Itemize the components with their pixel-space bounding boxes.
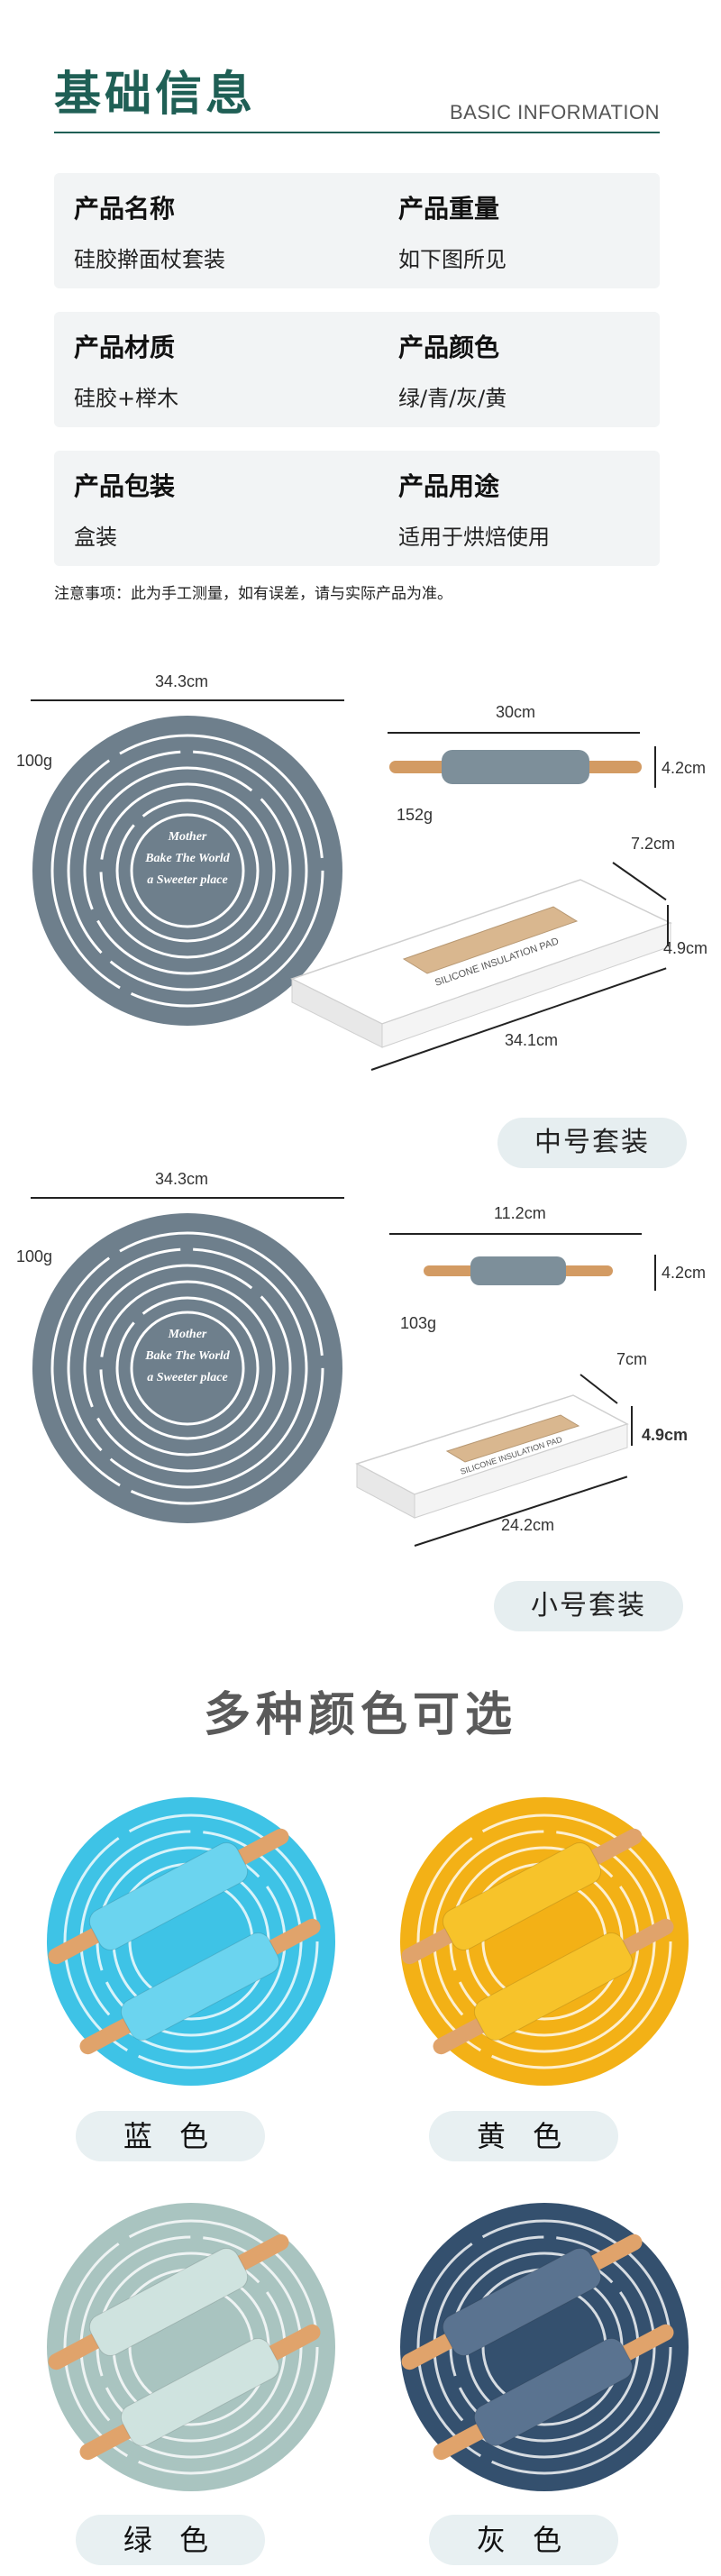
- info-label: 产品包装: [74, 471, 176, 501]
- mat-text-line-2: Bake The World: [144, 1349, 231, 1363]
- info-value: 如下图所见: [398, 247, 507, 272]
- info-label: 产品名称: [74, 194, 176, 224]
- mat-width-label: 34.3cm: [155, 672, 209, 690]
- color-swatch-image: [47, 2203, 335, 2491]
- pin-length-line: [388, 732, 640, 734]
- box-height-label: 4.9cm: [642, 1426, 689, 1444]
- color-label: 黄 色: [429, 2111, 618, 2161]
- pin-height-label: 4.2cm: [662, 759, 707, 777]
- box-depth-label: 7.2cm: [631, 835, 676, 853]
- medium-set-label: 中号套装: [497, 1118, 687, 1168]
- mat-text-line-1: Mother: [168, 1328, 207, 1341]
- rolling-pin-image: [424, 1256, 613, 1285]
- info-label: 产品重量: [398, 194, 500, 224]
- info-value: 盒装: [74, 525, 117, 550]
- box-height-line: [667, 905, 669, 946]
- pin-weight-label: 152g: [397, 806, 434, 824]
- header-rule: [54, 132, 660, 133]
- info-value: 硅胶+榉木: [74, 386, 179, 411]
- color-swatch-image: [47, 1797, 335, 2086]
- baking-mat-image: Mother Bake The World a Sweeter place: [32, 1213, 342, 1523]
- info-label: 产品颜色: [398, 333, 500, 362]
- mat-text-line-1: Mother: [168, 830, 207, 844]
- info-value: 适用于烘焙使用: [398, 525, 550, 550]
- info-value: 绿/青/灰/黄: [398, 386, 507, 411]
- box-length-label: 34.1cm: [505, 1031, 559, 1049]
- page-subtitle: BASIC INFORMATION: [450, 101, 660, 123]
- mat-weight-label: 100g: [16, 1247, 53, 1265]
- mat-text-line-2: Bake The World: [144, 852, 231, 865]
- box-height-label: 4.9cm: [663, 939, 708, 957]
- mat-width-line: [31, 1197, 344, 1199]
- pin-length-label: 11.2cm: [494, 1204, 546, 1222]
- pin-height-line: [654, 746, 656, 788]
- color-label: 蓝 色: [76, 2111, 265, 2161]
- mat-width-line: [31, 699, 344, 701]
- rolling-pin-image: [389, 750, 642, 784]
- info-card-material-color: 产品材质硅胶+榉木 产品颜色绿/青/灰/黄: [54, 312, 660, 427]
- pin-weight-label: 103g: [400, 1314, 437, 1332]
- info-label: 产品材质: [74, 333, 176, 362]
- box-height-line: [631, 1406, 633, 1446]
- pin-length-label: 30cm: [496, 703, 536, 721]
- pin-height-label: 4.2cm: [662, 1264, 707, 1282]
- measurement-note: 注意事项：此为手工测量，如有误差，请与实际产品为准。: [54, 585, 452, 603]
- info-value: 硅胶擀面杖套装: [74, 247, 225, 272]
- mat-text-line-3: a Sweeter place: [147, 1371, 227, 1384]
- mat-weight-label: 100g: [16, 752, 53, 770]
- pin-length-line: [389, 1233, 642, 1235]
- section-header: 基础信息 BASIC INFORMATION: [54, 56, 660, 133]
- color-label: 绿 色: [76, 2515, 265, 2565]
- colors-section-title: 多种颜色可选: [203, 1688, 517, 1742]
- gift-box-image: SILICONE INSULATION PAD: [355, 1394, 629, 1519]
- mat-text-line-3: a Sweeter place: [147, 873, 227, 887]
- mat-width-label: 34.3cm: [155, 1170, 209, 1188]
- gift-box-image: SILICONE INSULATION PAD: [290, 879, 672, 1048]
- info-card-package-usage: 产品包装盒装 产品用途适用于烘焙使用: [54, 451, 660, 566]
- pin-height-line: [654, 1255, 656, 1291]
- box-depth-label: 7cm: [616, 1350, 648, 1368]
- page-title: 基础信息: [54, 68, 257, 122]
- color-label: 灰 色: [429, 2515, 618, 2565]
- small-set-label: 小号套装: [494, 1581, 683, 1631]
- baking-mat-image: Mother Bake The World a Sweeter place: [32, 716, 342, 1026]
- info-card-name-weight: 产品名称硅胶擀面杖套装 产品重量如下图所见: [54, 173, 660, 288]
- color-swatch-image: [400, 1797, 689, 2086]
- color-swatch-image: [400, 2203, 689, 2491]
- info-label: 产品用途: [398, 471, 500, 501]
- box-length-label: 24.2cm: [501, 1516, 555, 1534]
